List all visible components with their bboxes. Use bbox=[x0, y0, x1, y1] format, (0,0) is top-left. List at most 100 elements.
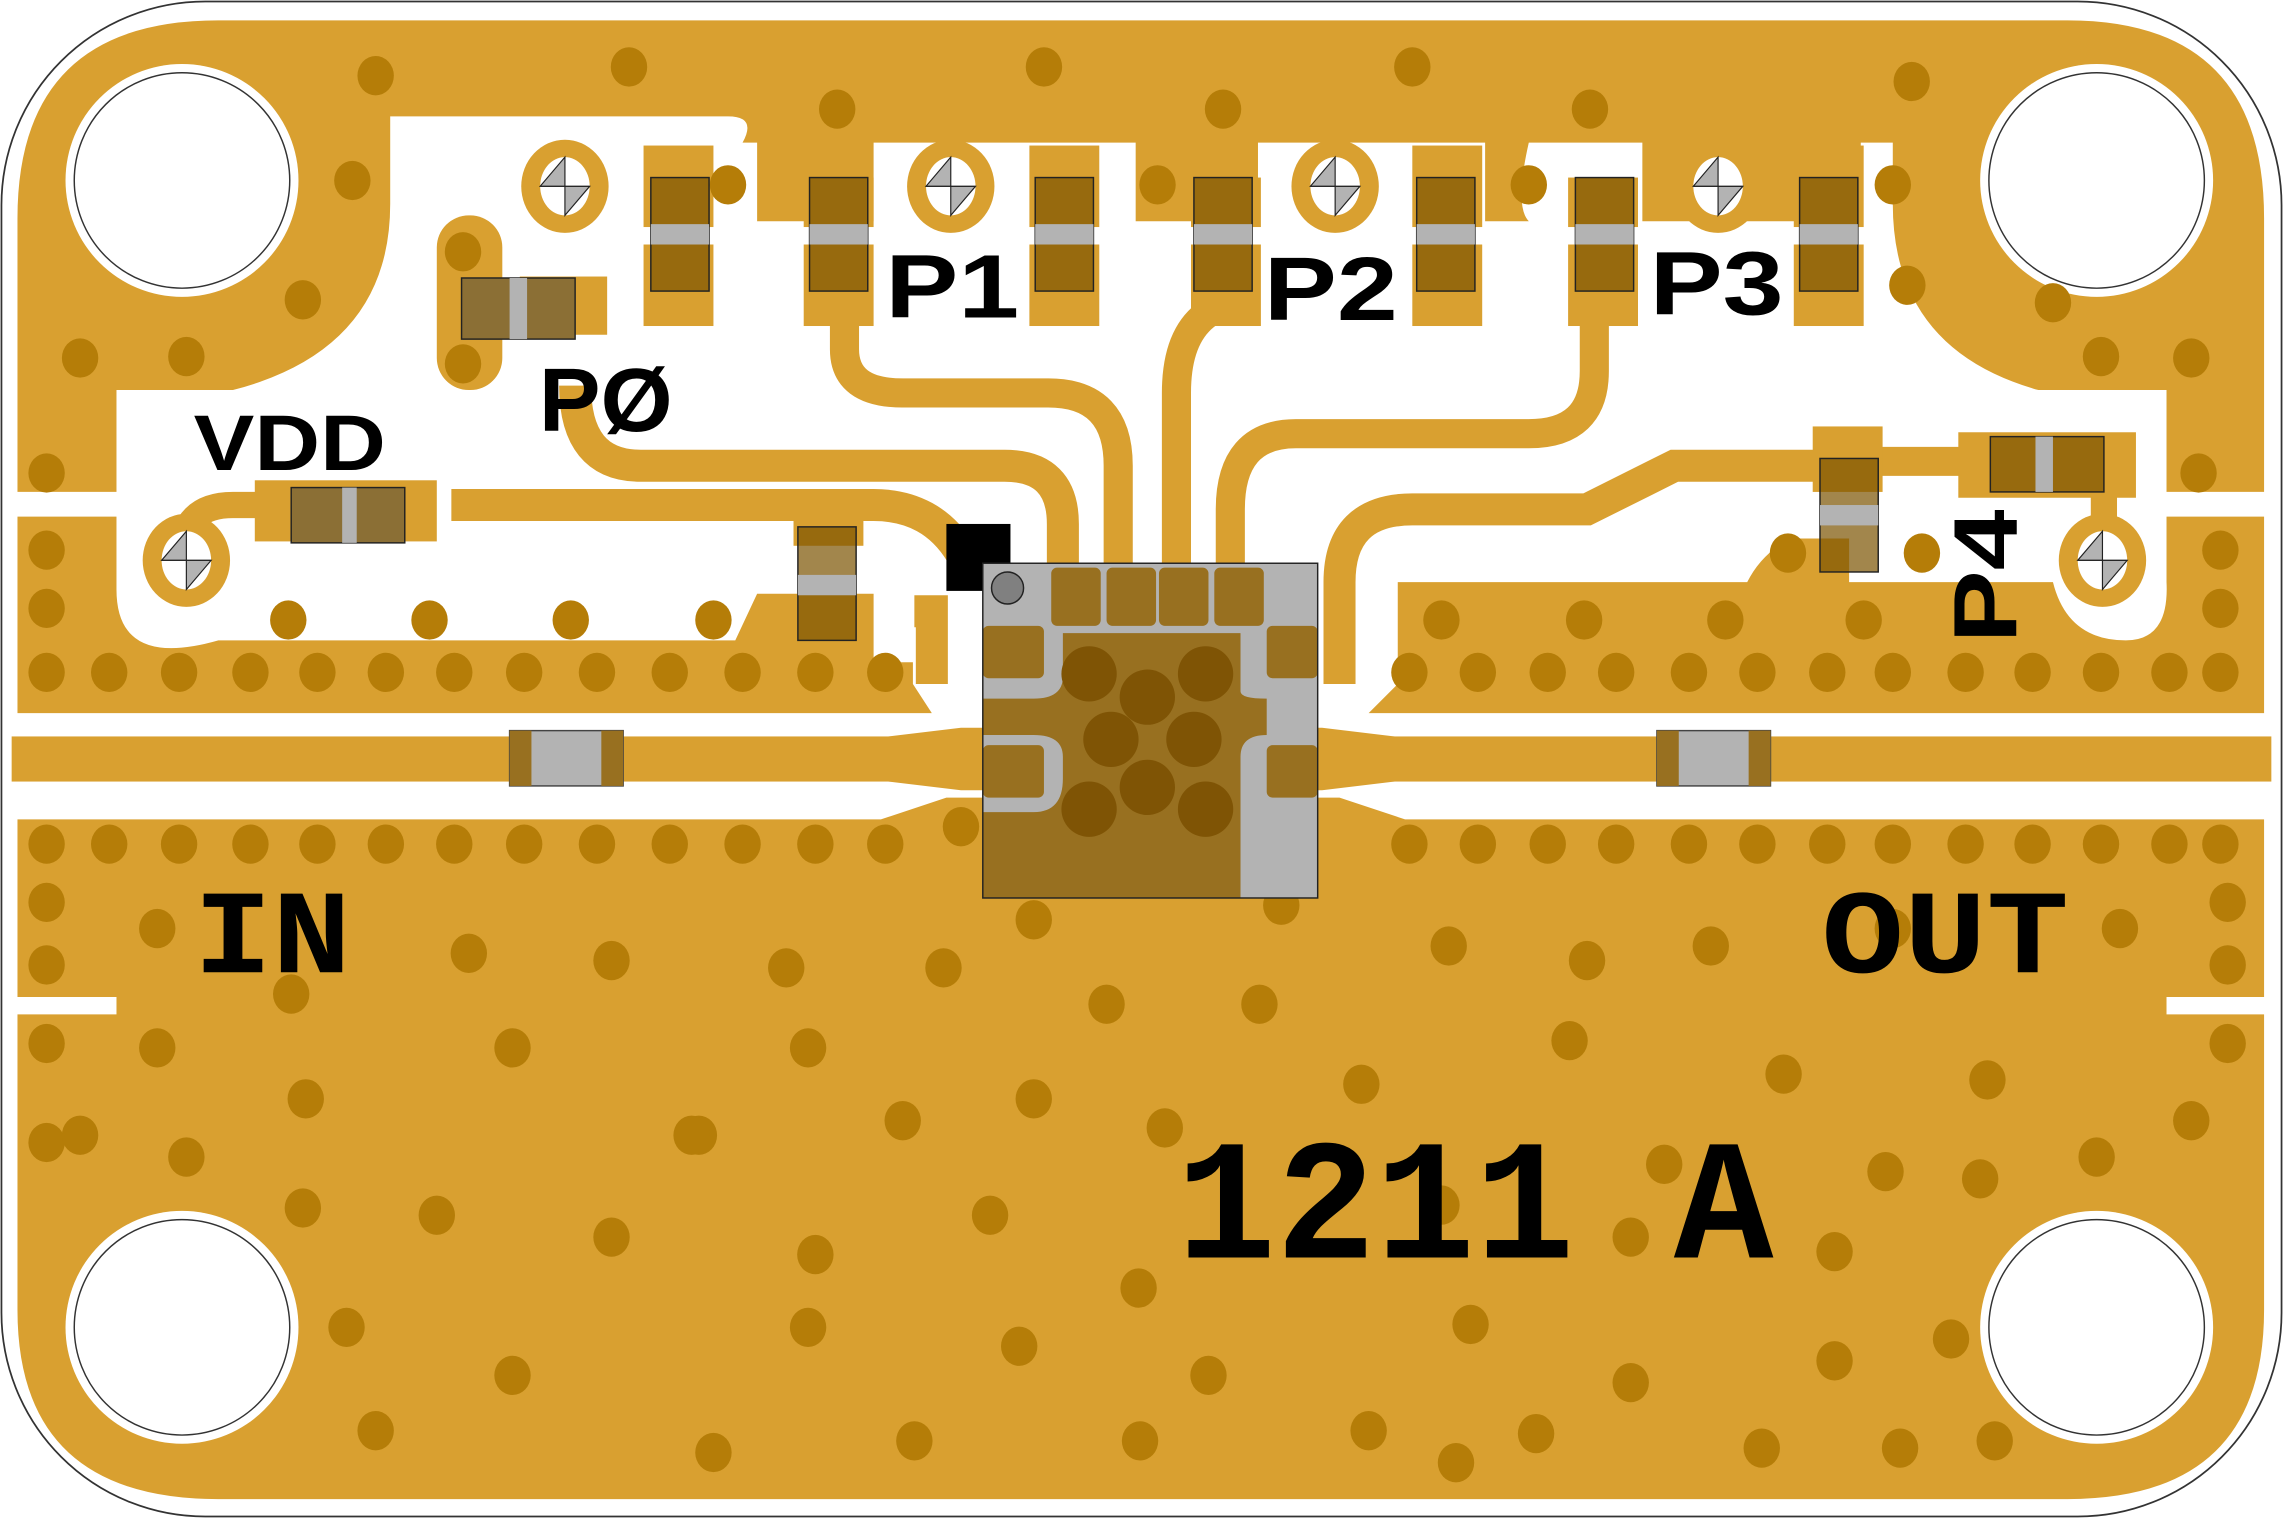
via bbox=[367, 652, 405, 693]
label-p0: PØ bbox=[539, 350, 673, 451]
capacitor bbox=[650, 176, 710, 292]
pin1-dot bbox=[990, 571, 1025, 605]
via bbox=[651, 652, 688, 693]
test-point-hole bbox=[924, 155, 977, 217]
via bbox=[1394, 47, 1431, 87]
via bbox=[1423, 600, 1460, 640]
capacitor bbox=[1034, 176, 1095, 292]
via bbox=[789, 1307, 827, 1347]
via bbox=[1969, 1060, 2006, 1100]
via bbox=[1692, 926, 1729, 966]
via bbox=[724, 824, 761, 864]
via-field bbox=[28, 47, 2246, 1483]
via bbox=[1459, 824, 1497, 864]
via bbox=[1881, 1428, 1919, 1468]
via bbox=[411, 600, 448, 640]
label-part-number: 1211 A bbox=[1176, 1115, 1774, 1310]
via bbox=[28, 945, 65, 985]
via bbox=[28, 453, 65, 493]
via bbox=[270, 600, 307, 640]
via bbox=[1459, 652, 1497, 693]
via bbox=[367, 824, 405, 864]
via bbox=[1015, 900, 1052, 940]
top-ground-pour bbox=[17, 20, 2265, 492]
cap-p4-series bbox=[1989, 435, 2105, 493]
capacitor bbox=[1798, 176, 1859, 292]
via bbox=[1874, 165, 1911, 205]
via bbox=[709, 165, 747, 205]
via bbox=[494, 1028, 531, 1068]
via bbox=[299, 824, 336, 864]
via bbox=[61, 1115, 99, 1155]
via bbox=[1874, 652, 1911, 693]
via bbox=[2180, 453, 2217, 493]
via bbox=[1350, 1411, 1387, 1451]
via bbox=[797, 1234, 834, 1275]
via bbox=[1015, 1079, 1052, 1119]
label-in: IN bbox=[194, 873, 351, 1008]
via bbox=[357, 1411, 394, 1451]
via bbox=[2034, 283, 2072, 323]
via bbox=[272, 974, 310, 1014]
test-point-hole bbox=[2076, 529, 2129, 592]
label-p4: P4 bbox=[1936, 509, 2037, 643]
via bbox=[593, 940, 630, 981]
via bbox=[942, 807, 980, 847]
test-point-hole bbox=[1692, 155, 1745, 217]
via bbox=[2209, 945, 2246, 985]
via bbox=[1893, 61, 1930, 102]
mounting-holes bbox=[65, 64, 2214, 1444]
via bbox=[436, 824, 473, 864]
via bbox=[28, 1023, 65, 1064]
via bbox=[673, 1115, 710, 1155]
via bbox=[2151, 652, 2188, 693]
via bbox=[160, 652, 198, 693]
via bbox=[1867, 1151, 1904, 1192]
via bbox=[1874, 908, 1911, 949]
via bbox=[1204, 89, 1242, 129]
via bbox=[1739, 824, 1776, 864]
via bbox=[1947, 652, 1984, 693]
capacitor bbox=[808, 176, 869, 292]
via bbox=[797, 652, 834, 693]
via bbox=[357, 56, 394, 96]
via bbox=[1612, 1217, 1649, 1257]
via bbox=[418, 1195, 455, 1235]
test-point-markers bbox=[160, 155, 2129, 592]
via bbox=[1670, 652, 1708, 693]
via bbox=[1976, 1421, 2013, 1461]
via bbox=[2209, 882, 2246, 923]
via bbox=[1571, 89, 1609, 129]
via bbox=[1120, 1268, 1157, 1308]
via bbox=[971, 1195, 1009, 1235]
via bbox=[1430, 926, 1467, 966]
via bbox=[2151, 824, 2188, 864]
via bbox=[925, 948, 962, 988]
via bbox=[139, 1028, 176, 1068]
via bbox=[2078, 1137, 2115, 1177]
via bbox=[2082, 824, 2120, 864]
dc-block-out bbox=[1656, 729, 1772, 787]
via bbox=[232, 824, 269, 864]
smd-components bbox=[290, 176, 2105, 787]
via bbox=[1646, 1144, 1683, 1184]
via bbox=[28, 588, 65, 629]
via bbox=[610, 47, 648, 87]
via bbox=[299, 652, 336, 693]
test-point-hole bbox=[538, 155, 591, 217]
via bbox=[695, 1432, 732, 1473]
via bbox=[2082, 336, 2120, 377]
via bbox=[1612, 1362, 1649, 1403]
via bbox=[284, 1188, 322, 1228]
via bbox=[768, 948, 805, 988]
cap-p4-shunt bbox=[1819, 457, 1879, 573]
via bbox=[505, 652, 543, 693]
via bbox=[168, 1137, 205, 1177]
via bbox=[818, 89, 856, 129]
test-point-hole bbox=[1309, 155, 1362, 217]
via bbox=[724, 652, 761, 693]
via bbox=[1391, 652, 1428, 693]
via bbox=[797, 824, 834, 864]
via bbox=[1423, 1185, 1460, 1225]
via bbox=[2101, 908, 2139, 949]
